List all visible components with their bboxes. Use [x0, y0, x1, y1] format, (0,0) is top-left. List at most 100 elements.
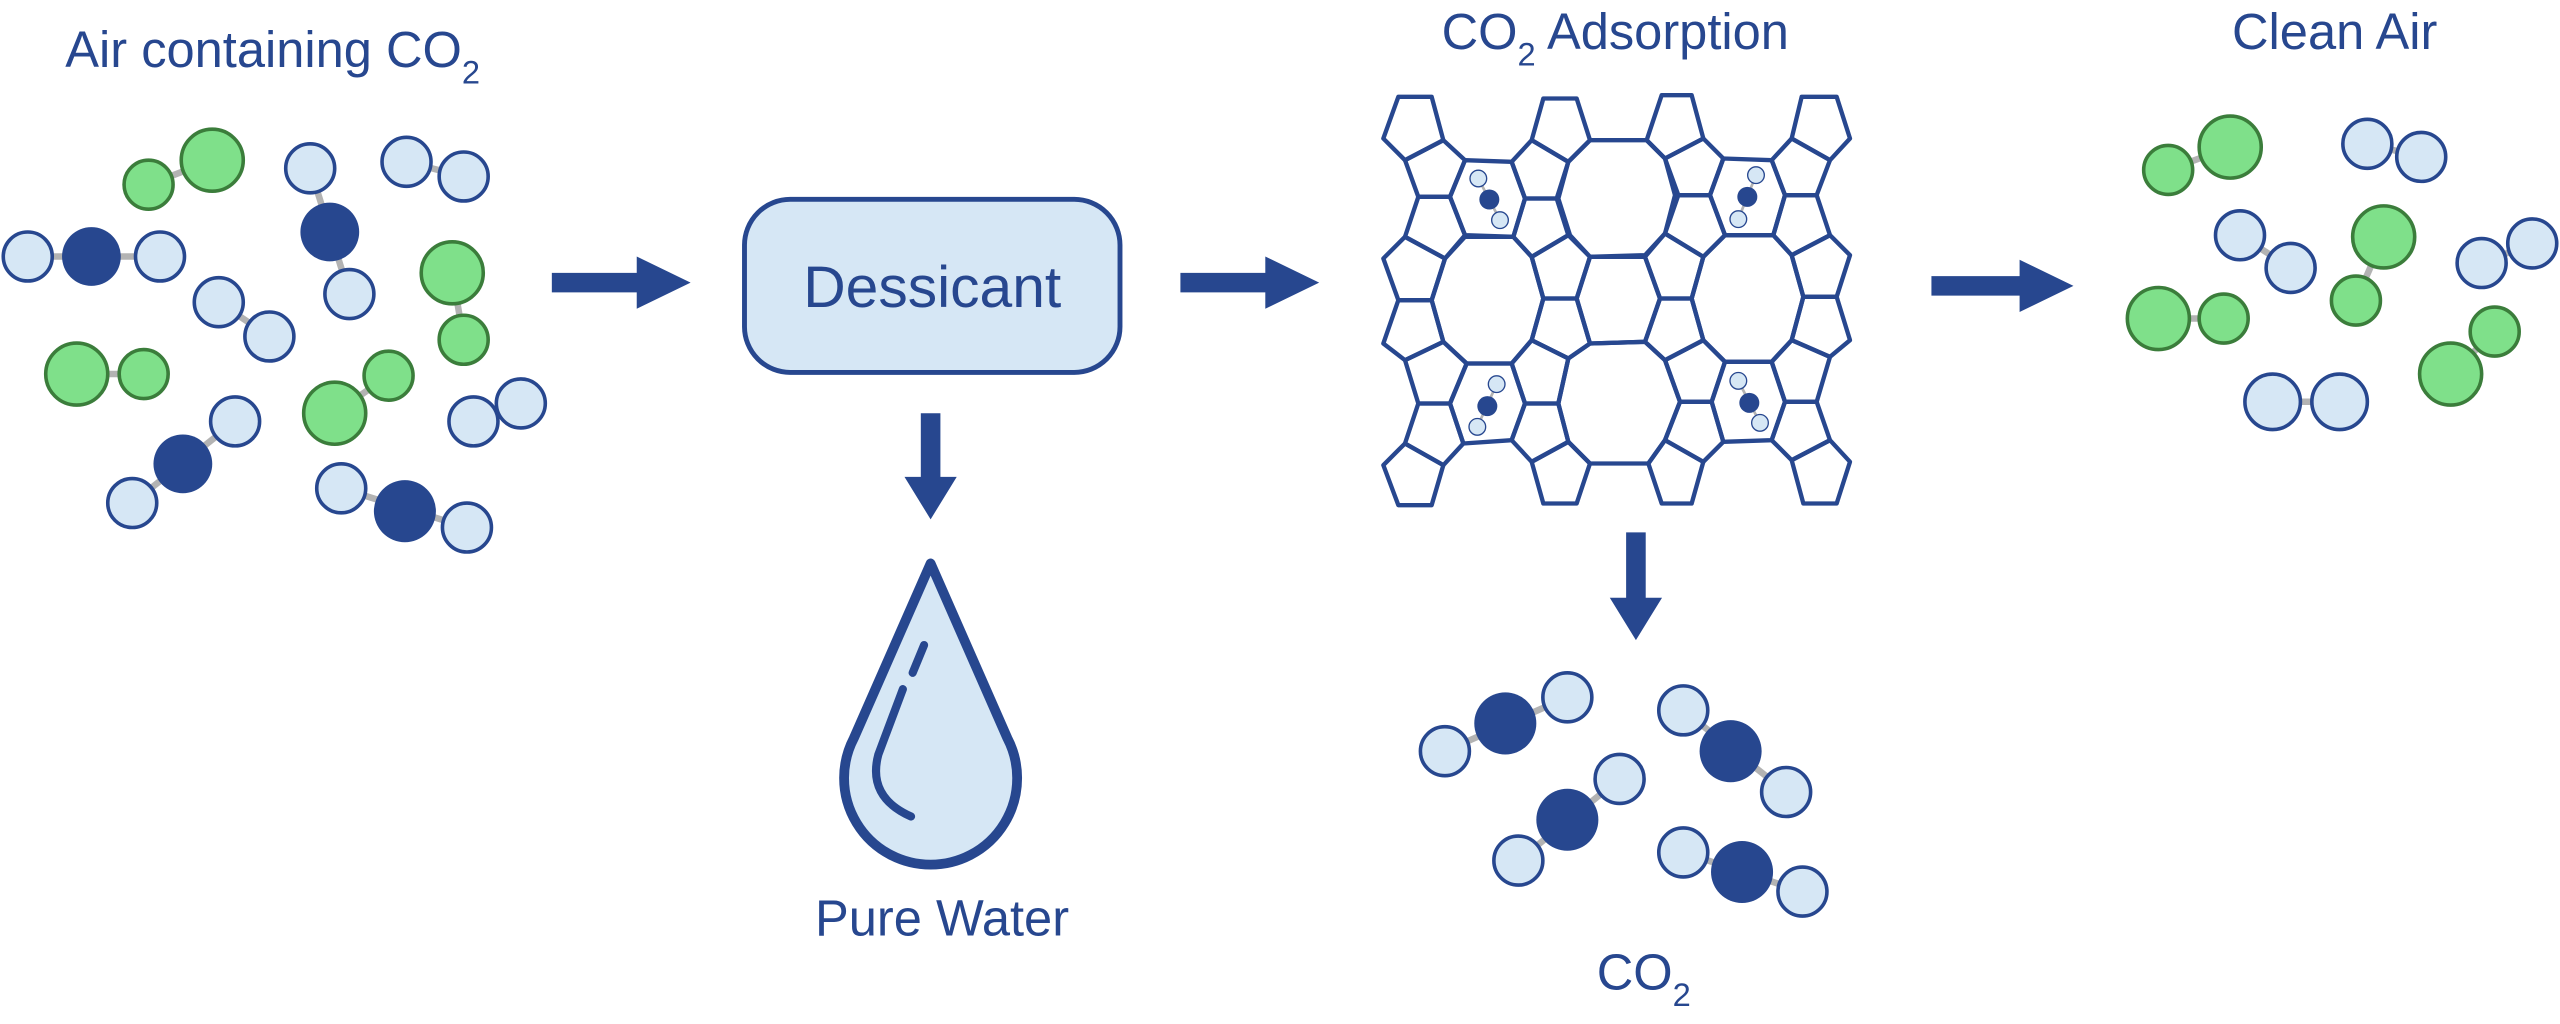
carbon-atom	[1477, 396, 1498, 417]
zeolite-cell	[1509, 401, 1571, 464]
oxygen-atom	[1418, 724, 1472, 778]
oxygen-atom	[1776, 865, 1829, 918]
oxygen-atom	[380, 135, 433, 189]
zeolite-cell	[1769, 337, 1833, 404]
carbon-atom	[1739, 392, 1760, 413]
carbon-atom	[1711, 840, 1774, 904]
zeolite-cell	[1381, 94, 1446, 163]
co2-molecule-icon	[1, 227, 187, 286]
trapped-co2-molecule	[1469, 169, 1509, 230]
carbon-atom	[1479, 189, 1500, 210]
o2-molecule-icon	[2243, 372, 2370, 432]
zeolite-cell	[1769, 399, 1833, 463]
co2-molecule-icon	[1418, 671, 1594, 778]
n2-molecule-icon	[2141, 114, 2264, 197]
o2-molecule-icon	[2455, 217, 2559, 290]
zeolite-cell	[1789, 94, 1853, 163]
n2-molecule-icon	[301, 349, 415, 447]
oxygen-atom	[283, 142, 337, 195]
oxygen-atom	[1750, 413, 1769, 432]
nitrogen-atom	[2125, 285, 2192, 352]
oxygen-atom	[2243, 372, 2303, 432]
oxygen-atom	[447, 395, 500, 448]
nitrogen-atom	[419, 240, 486, 306]
zeolite-cell	[1646, 437, 1706, 506]
co2-molecule-icon	[105, 395, 262, 530]
oxygen-atom	[323, 267, 376, 321]
trapped-co2-molecule	[1468, 375, 1506, 436]
o2-molecule-icon	[2213, 208, 2317, 295]
right-arrow-icon	[551, 256, 691, 309]
oxygen-atom	[1541, 671, 1594, 724]
oxygen-atom	[1593, 752, 1646, 806]
oxygen-atom	[494, 377, 548, 430]
oxygen-atom	[1656, 826, 1710, 879]
oxygen-atom	[2264, 241, 2317, 295]
oxygen-atom	[437, 150, 490, 203]
oxygen-atom	[314, 462, 368, 515]
oxygen-atom	[1487, 375, 1506, 394]
oxygen-atom	[1468, 417, 1487, 436]
oxygen-atom	[2341, 117, 2394, 171]
dessicant-label: Dessicant	[803, 255, 1061, 320]
nitrogen-atom	[437, 313, 490, 367]
zeolite-cell	[1662, 136, 1726, 198]
zeolite-cell	[1381, 297, 1446, 363]
title-co2-adsorption: CO2 Adsorption	[1442, 3, 1789, 72]
oxygen-atom	[1, 230, 55, 283]
o2-molecule-icon	[2341, 117, 2448, 184]
carbon-atom	[373, 480, 436, 543]
zeolite-cell	[1402, 137, 1468, 199]
down-arrow-icon	[904, 413, 957, 520]
zeolite-cell	[1402, 339, 1469, 406]
o2-molecule-icon	[380, 135, 490, 203]
nitrogen-atom	[2417, 341, 2484, 407]
o2-molecule-icon	[447, 377, 548, 448]
n2-molecule-icon	[419, 240, 490, 367]
zeolite-cell	[1662, 192, 1728, 259]
zeolite-cell	[1789, 232, 1853, 299]
nitrogen-atom	[179, 127, 246, 193]
oxygen-atom	[1490, 211, 1509, 230]
nitrogen-atom	[301, 380, 368, 447]
nitrogen-atom	[2329, 274, 2383, 327]
oxygen-atom	[1729, 210, 1748, 229]
zeolite-cell	[1381, 441, 1446, 508]
carbon-atom	[1536, 788, 1599, 851]
carbon-atom	[300, 202, 360, 262]
co2-molecule-icon	[283, 142, 376, 321]
zeolite-cell	[1402, 401, 1466, 468]
title-air-containing-co2: Air containing CO2	[65, 21, 480, 90]
o2-molecule-icon	[192, 275, 296, 363]
right-arrow-icon	[1180, 256, 1320, 309]
oxygen-atom	[440, 501, 494, 554]
label-pure-water: Pure Water	[815, 890, 1069, 947]
oxygen-atom	[2394, 130, 2448, 184]
zeolite-cell	[1529, 296, 1593, 361]
zeolite-cell	[1769, 136, 1833, 198]
zeolite-cell	[1509, 337, 1571, 406]
carbon-atom	[1474, 692, 1537, 755]
oxygen-atom	[2213, 208, 2267, 262]
oxygen-atom	[208, 395, 262, 448]
nitrogen-atom	[2350, 204, 2417, 270]
zeolite-cell	[1529, 232, 1593, 301]
right-arrow-icon	[1931, 259, 2074, 312]
oxygen-atom	[2505, 217, 2559, 270]
n2-molecule-icon	[2417, 305, 2521, 407]
nitrogen-atom	[2197, 292, 2250, 345]
trapped-co2-molecule	[1729, 371, 1769, 432]
nitrogen-atom	[43, 341, 110, 407]
n2-molecule-icon	[2125, 285, 2250, 352]
carbon-atom	[62, 227, 121, 286]
zeolite-cell	[1529, 439, 1593, 506]
zeolite-cell	[1662, 399, 1726, 464]
oxygen-atom	[192, 275, 246, 329]
nitrogen-atom	[2197, 114, 2264, 180]
co2-molecule-icon	[1656, 684, 1813, 819]
zeolite-framework-icon	[1381, 92, 1853, 508]
zeolite-cell	[1789, 437, 1853, 506]
nitrogen-atom	[2468, 305, 2521, 358]
zeolite-cell	[1642, 296, 1706, 363]
